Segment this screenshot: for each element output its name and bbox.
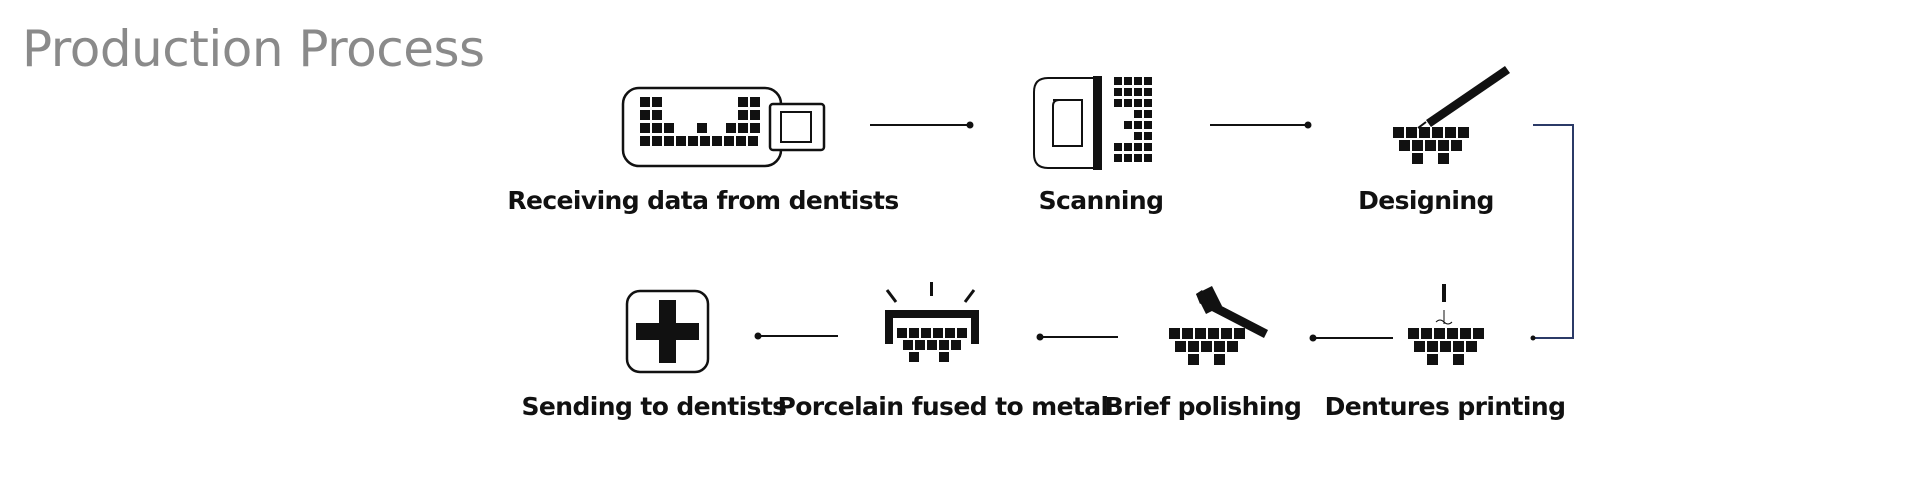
design-pen-icon bbox=[1393, 66, 1510, 164]
connector-6 bbox=[754, 332, 838, 340]
furnace-icon bbox=[885, 282, 979, 362]
connector-1 bbox=[870, 121, 974, 129]
page-title: Production Process bbox=[22, 20, 485, 78]
plus-box-icon bbox=[625, 289, 710, 374]
connector-5 bbox=[1036, 333, 1118, 341]
step-label-scanning: Scanning bbox=[1038, 186, 1164, 215]
printer-nozzle-icon bbox=[1408, 284, 1484, 365]
connector-2 bbox=[1210, 121, 1312, 129]
usb-drive-icon bbox=[621, 86, 826, 168]
step-label-brief-polishing: Brief polishing bbox=[1104, 392, 1302, 421]
hammer-icon bbox=[1169, 286, 1268, 365]
step-label-dentures-printing: Dentures printing bbox=[1324, 392, 1566, 421]
step-label-receiving: Receiving data from dentists bbox=[507, 186, 899, 215]
scanner-icon bbox=[1033, 76, 1152, 170]
step-label-designing: Designing bbox=[1358, 186, 1494, 215]
step-label-sending: Sending to dentists bbox=[521, 392, 788, 421]
connector-3 bbox=[1530, 124, 1574, 341]
step-label-porcelain: Porcelain fused to metal bbox=[777, 392, 1109, 421]
connector-4 bbox=[1309, 334, 1393, 342]
